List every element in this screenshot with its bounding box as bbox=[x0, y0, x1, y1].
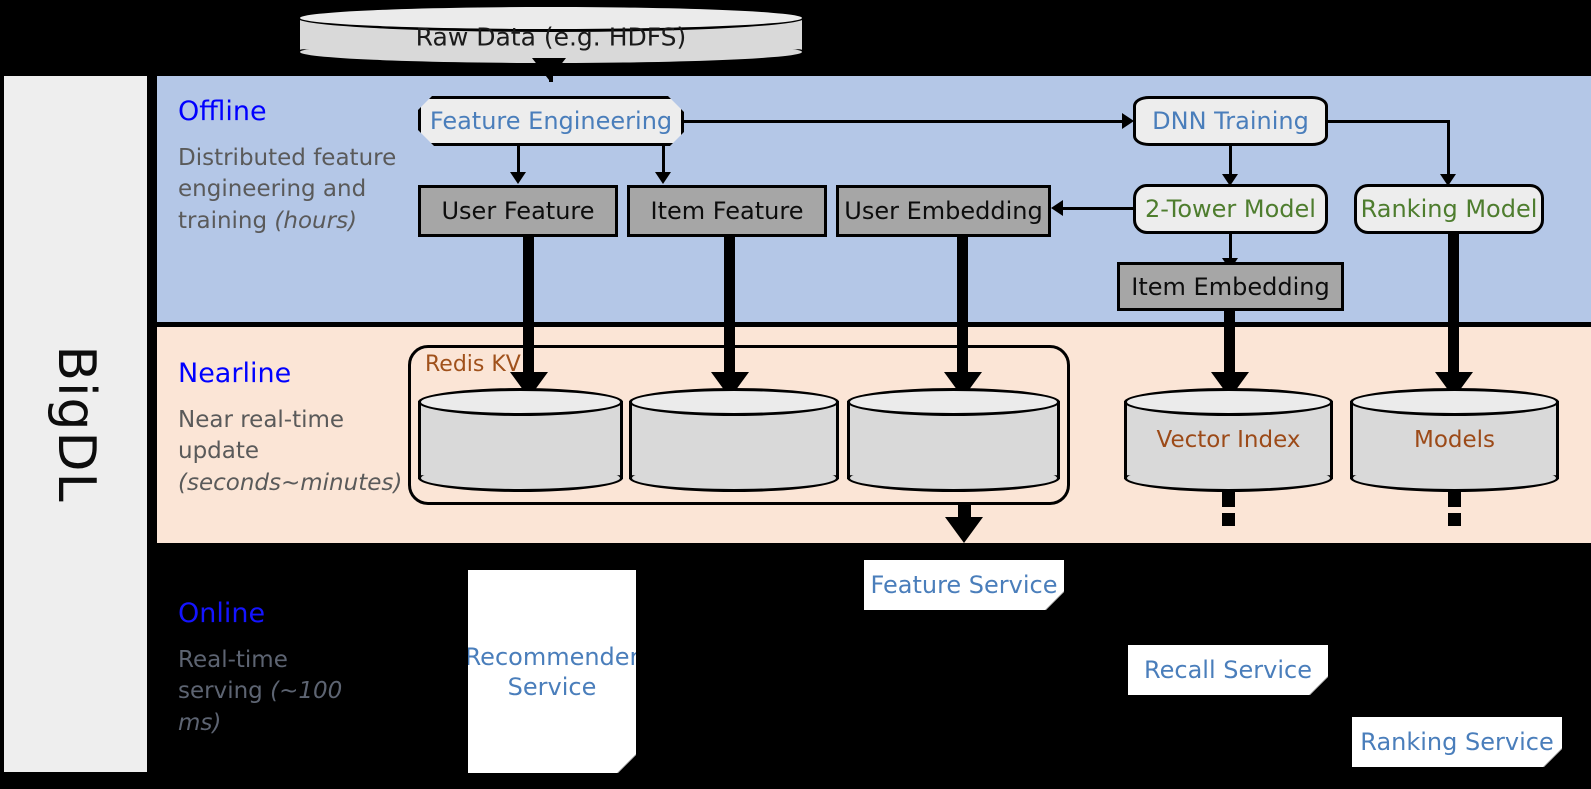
connector-twotower-userembedding bbox=[1063, 207, 1133, 210]
cylinder-body bbox=[418, 401, 623, 479]
online-description-italic: (~100 ms) bbox=[178, 678, 343, 736]
connector-fe-itemfeature bbox=[662, 146, 665, 174]
vector-index-cylinder[interactable]: Vector Index bbox=[1124, 388, 1333, 492]
recommender-service-label: Recommender Service bbox=[464, 642, 640, 701]
vector-index-label: Vector Index bbox=[1156, 427, 1301, 453]
connector-dnn-ranking-h bbox=[1328, 120, 1450, 123]
arrowhead-dnn-ranking bbox=[1440, 174, 1456, 186]
nearline-title: Nearline bbox=[178, 358, 292, 389]
online-title: Online bbox=[178, 598, 266, 629]
bigdl-rail: BigDL bbox=[4, 76, 147, 772]
offline-description-italic: (hours) bbox=[274, 207, 358, 234]
ranking-model-label: Ranking Model bbox=[1360, 195, 1538, 223]
pipe-userfeature-store bbox=[523, 237, 534, 386]
item-feature-node[interactable]: Item Feature bbox=[627, 185, 827, 237]
arrowhead-rawdata-fe bbox=[532, 58, 566, 80]
user-feature-node[interactable]: User Feature bbox=[418, 185, 618, 237]
recall-service-card[interactable]: Recall Service bbox=[1128, 645, 1328, 695]
arrowhead-kv-featureservice bbox=[945, 517, 983, 543]
cylinder-top bbox=[297, 4, 805, 32]
arrowhead-twotower-userembedding bbox=[1051, 200, 1063, 216]
recall-service-label: Recall Service bbox=[1144, 656, 1312, 684]
item-embedding-label: Item Embedding bbox=[1131, 272, 1330, 301]
dnn-training-node[interactable]: DNN Training bbox=[1133, 96, 1328, 146]
user-feature-store-cylinder[interactable] bbox=[418, 388, 623, 492]
pipe-itemfeature-store bbox=[724, 237, 735, 386]
connector-dnn-twotower bbox=[1229, 146, 1232, 178]
feature-engineering-label: Feature Engineering bbox=[429, 107, 673, 135]
cylinder-top bbox=[418, 388, 623, 416]
connector-dnn-ranking-v bbox=[1447, 120, 1450, 178]
offline-description: Distributed feature engineering and trai… bbox=[178, 143, 408, 237]
arrowhead-fe-itemfeature bbox=[655, 172, 671, 184]
bigdl-rail-label: BigDL bbox=[45, 345, 106, 503]
dnn-training-label: DNN Training bbox=[1152, 107, 1309, 135]
connector-fe-dnn bbox=[684, 120, 1124, 123]
online-description: Real-time serving (~100 ms) bbox=[178, 645, 378, 739]
raw-data-label: Raw Data (e.g. HDFS) bbox=[415, 22, 687, 52]
stub-vectorindex-b bbox=[1222, 513, 1235, 526]
pipe-itemembedding-vectorindex bbox=[1224, 311, 1235, 386]
user-embedding-label: User Embedding bbox=[844, 197, 1043, 225]
stub-models-b bbox=[1448, 513, 1461, 526]
models-cylinder[interactable]: Models bbox=[1350, 388, 1559, 492]
item-feature-label: Item Feature bbox=[650, 197, 804, 225]
cylinder-top bbox=[847, 388, 1060, 416]
recommender-service-card[interactable]: Recommender Service bbox=[468, 570, 636, 773]
pipe-userembedding-store bbox=[957, 237, 968, 386]
user-embedding-store-cylinder[interactable] bbox=[847, 388, 1060, 492]
offline-description-plain: Distributed feature engineering and trai… bbox=[178, 145, 397, 234]
models-label: Models bbox=[1413, 427, 1496, 453]
user-feature-label: User Feature bbox=[441, 197, 595, 225]
feature-service-card[interactable]: Feature Service bbox=[864, 560, 1064, 610]
nearline-description-plain: Near real-time update bbox=[178, 407, 345, 465]
raw-data-cylinder: Raw Data (e.g. HDFS) bbox=[297, 4, 805, 66]
item-feature-store-cylinder[interactable] bbox=[629, 388, 839, 492]
feature-service-label: Feature Service bbox=[870, 571, 1058, 599]
item-embedding-node[interactable]: Item Embedding bbox=[1117, 262, 1344, 311]
stub-kv-featureservice bbox=[958, 505, 971, 518]
ranking-model-node[interactable]: Ranking Model bbox=[1354, 184, 1544, 234]
arrowhead-fe-dnn bbox=[1122, 113, 1134, 129]
stub-vectorindex-a bbox=[1222, 492, 1235, 507]
user-embedding-node[interactable]: User Embedding bbox=[836, 185, 1051, 237]
arrowhead-dnn-twotower bbox=[1222, 174, 1238, 186]
online-description-plain: Real-time serving bbox=[178, 647, 288, 705]
cylinder-top bbox=[1124, 388, 1333, 416]
cylinder-top bbox=[629, 388, 839, 416]
connector-fe-userfeature bbox=[517, 146, 520, 174]
pipe-rankingmodel-models bbox=[1448, 234, 1459, 386]
arrowhead-fe-userfeature bbox=[510, 172, 526, 184]
nearline-description: Near real-time update (seconds~minutes) bbox=[178, 405, 413, 499]
cylinder-top bbox=[1350, 388, 1559, 416]
redis-kv-label: Redis KV bbox=[425, 352, 521, 377]
stub-models-a bbox=[1448, 492, 1461, 507]
connector-twotower-itemembedding bbox=[1229, 234, 1232, 262]
ranking-service-label: Ranking Service bbox=[1360, 728, 1554, 756]
feature-engineering-node[interactable]: Feature Engineering bbox=[418, 96, 684, 146]
two-tower-model-label: 2-Tower Model bbox=[1145, 195, 1316, 223]
two-tower-model-node[interactable]: 2-Tower Model bbox=[1133, 184, 1328, 234]
ranking-service-card[interactable]: Ranking Service bbox=[1352, 717, 1562, 767]
nearline-description-italic: (seconds~minutes) bbox=[178, 469, 403, 496]
redis-kv-container bbox=[408, 345, 1070, 505]
offline-title: Offline bbox=[178, 96, 267, 127]
